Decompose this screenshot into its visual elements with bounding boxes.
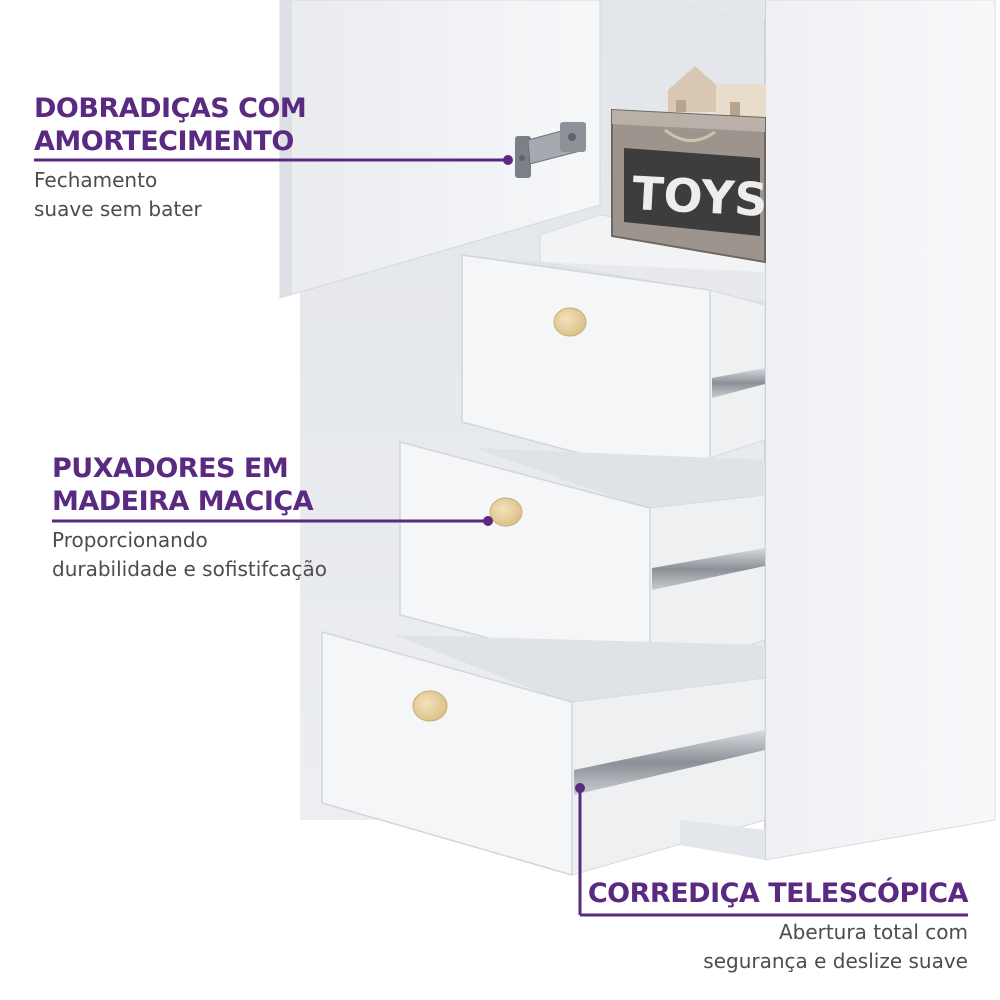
cabinet-door (279, 0, 601, 299)
leader-lines (34, 155, 968, 917)
drawer-bottom (321, 631, 766, 876)
callout-hinges: DOBRADIÇAS COM AMORTECIMENTO Fechamento … (34, 92, 307, 224)
callout-handles: PUXADORES EM MADEIRA MACIÇA Proporcionan… (52, 452, 327, 584)
knob-icon (553, 307, 587, 337)
callout-title: MADEIRA MACIÇA (52, 486, 314, 517)
callout-slides: CORREDIÇA TELESCÓPICA Abertura total com… (587, 877, 969, 976)
toys-label: TOYS (631, 166, 769, 227)
knob-icon (412, 690, 448, 722)
callout-description: Abertura total com (778, 920, 968, 944)
callout-title: AMORTECIMENTO (34, 126, 294, 157)
callout-description: durabilidade e sofistifcação (52, 557, 328, 581)
hinge-icon (515, 122, 586, 178)
callout-description: Proporcionando (52, 528, 208, 552)
drawer-top (461, 254, 766, 489)
callout-title: DOBRADIÇAS COM (34, 93, 307, 124)
callout-description: suave sem bater (34, 197, 202, 221)
callout-description: Fechamento (34, 168, 158, 192)
callout-title: PUXADORES EM (52, 453, 289, 484)
toys-box: TOYS (611, 66, 769, 264)
knob-icon (489, 497, 523, 527)
callout-title: CORREDIÇA TELESCÓPICA (587, 878, 969, 909)
drawer-middle (399, 441, 766, 681)
callout-description: segurança e deslize suave (703, 949, 968, 973)
